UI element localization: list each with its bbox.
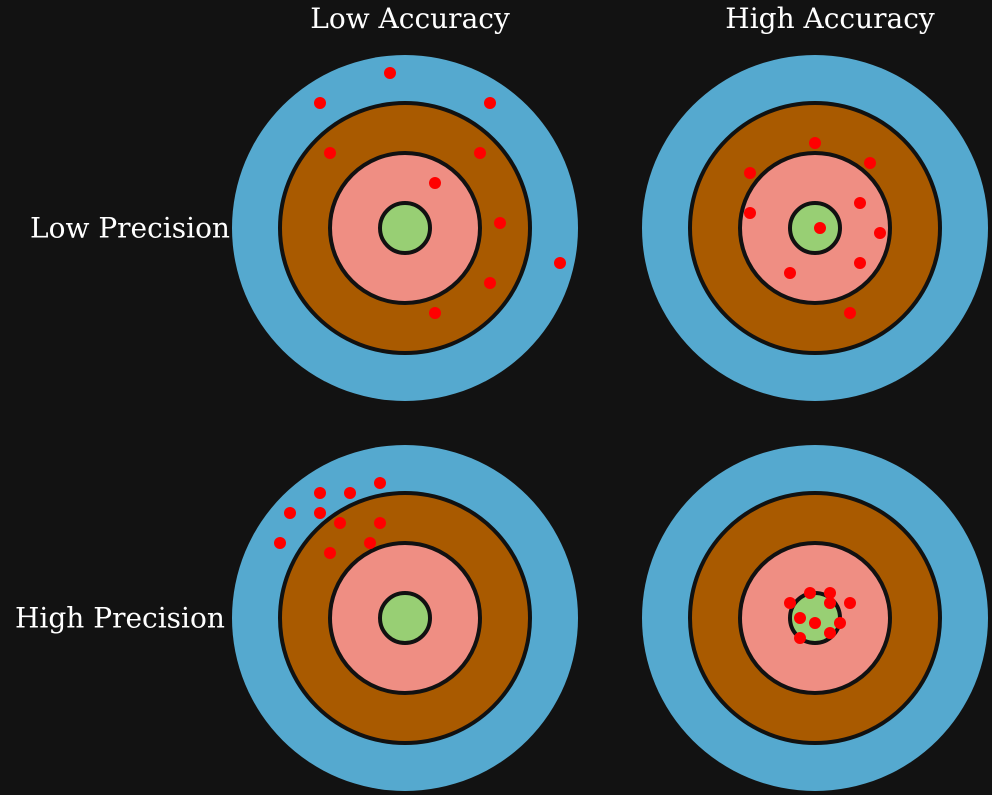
hit-marker: [324, 147, 336, 159]
hit-marker: [484, 277, 496, 289]
hit-marker: [324, 547, 336, 559]
hit-marker: [314, 97, 326, 109]
hit-marker: [874, 227, 886, 239]
target-high-accuracy-high-precision: [642, 445, 988, 791]
hit-marker: [314, 507, 326, 519]
hit-marker: [809, 137, 821, 149]
hit-marker: [809, 617, 821, 629]
hit-marker: [854, 257, 866, 269]
hit-marker: [374, 477, 386, 489]
hit-marker: [474, 147, 486, 159]
row-label-low-precision: Low Precision: [30, 211, 230, 245]
hit-marker: [554, 257, 566, 269]
hit-marker: [494, 217, 506, 229]
hit-marker: [824, 627, 836, 639]
hit-marker: [804, 587, 816, 599]
bullseye: [378, 201, 432, 255]
hit-marker: [784, 267, 796, 279]
hit-marker: [284, 507, 296, 519]
hit-marker: [344, 487, 356, 499]
hit-marker: [844, 307, 856, 319]
hit-marker: [334, 517, 346, 529]
target-low-accuracy-low-precision: [232, 55, 578, 401]
bullseye: [378, 591, 432, 645]
target-low-accuracy-high-precision: [232, 445, 578, 791]
hit-marker: [364, 537, 376, 549]
row-label-high-precision: High Precision: [15, 601, 225, 635]
hit-marker: [784, 597, 796, 609]
hit-marker: [429, 177, 441, 189]
target-high-accuracy-low-precision: [642, 55, 988, 401]
hit-marker: [854, 197, 866, 209]
hit-marker: [834, 617, 846, 629]
hit-marker: [314, 487, 326, 499]
hit-marker: [384, 67, 396, 79]
hit-marker: [794, 612, 806, 624]
column-label-high-accuracy: High Accuracy: [725, 2, 935, 35]
column-label-low-accuracy: Low Accuracy: [310, 2, 510, 35]
hit-marker: [794, 632, 806, 644]
hit-marker: [844, 597, 856, 609]
hit-marker: [274, 537, 286, 549]
hit-marker: [824, 587, 836, 599]
hit-marker: [744, 207, 756, 219]
hit-marker: [824, 597, 836, 609]
hit-marker: [864, 157, 876, 169]
hit-marker: [814, 222, 826, 234]
hit-marker: [429, 307, 441, 319]
hit-marker: [484, 97, 496, 109]
hit-marker: [374, 517, 386, 529]
hit-marker: [744, 167, 756, 179]
